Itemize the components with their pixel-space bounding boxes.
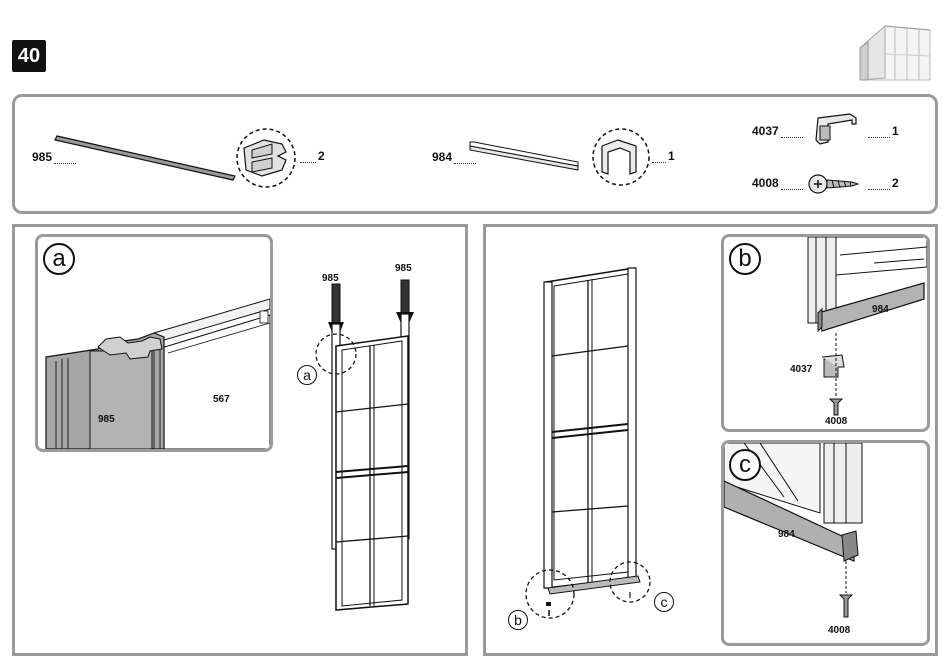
left-door-frame-drawing: [290, 280, 420, 610]
part-4008-qty: 2: [866, 176, 899, 190]
detail-b-letter: b: [729, 243, 761, 275]
detail-b-screw-label: 4008: [825, 416, 847, 427]
callout-b: b: [508, 610, 528, 630]
clip-4037-icon: [812, 110, 862, 150]
detail-c-letter: c: [729, 449, 761, 481]
detail-c-bar-label: 984: [778, 529, 795, 540]
profile-985-zoom: [234, 126, 298, 190]
callout-a: a: [297, 365, 317, 385]
screw-4008-icon: [808, 170, 860, 198]
step-number: 40: [12, 40, 46, 72]
detail-a-panel-label: 567: [213, 394, 230, 405]
detail-b-inset: b 984 4037 4008: [721, 234, 930, 432]
detail-a-inset: a 985 567: [35, 234, 273, 452]
right-door-frame-drawing: [500, 262, 670, 622]
detail-a-letter: a: [43, 243, 75, 275]
detail-a-drawing: [38, 237, 270, 449]
part-985-qty: 2: [298, 149, 325, 163]
detail-c-screw-label: 4008: [828, 625, 850, 636]
part-4037-qty: 1: [866, 124, 899, 138]
arrow2-label: 985: [395, 263, 412, 274]
bar-984-zoom: [590, 126, 652, 188]
part-4008-code: 4008: [752, 176, 805, 190]
detail-a-profile-label: 985: [98, 414, 115, 425]
bar-984-drawing: [468, 140, 580, 174]
profile-985-drawing: [55, 132, 240, 184]
detail-b-bar-label: 984: [872, 304, 889, 315]
part-4037-code: 4037: [752, 124, 805, 138]
detail-b-clip-label: 4037: [790, 364, 812, 375]
detail-c-inset: c 984 4008: [721, 440, 930, 646]
part-984-qty: 1: [650, 149, 675, 163]
greenhouse-icon: [855, 18, 935, 90]
callout-c: c: [654, 592, 674, 612]
